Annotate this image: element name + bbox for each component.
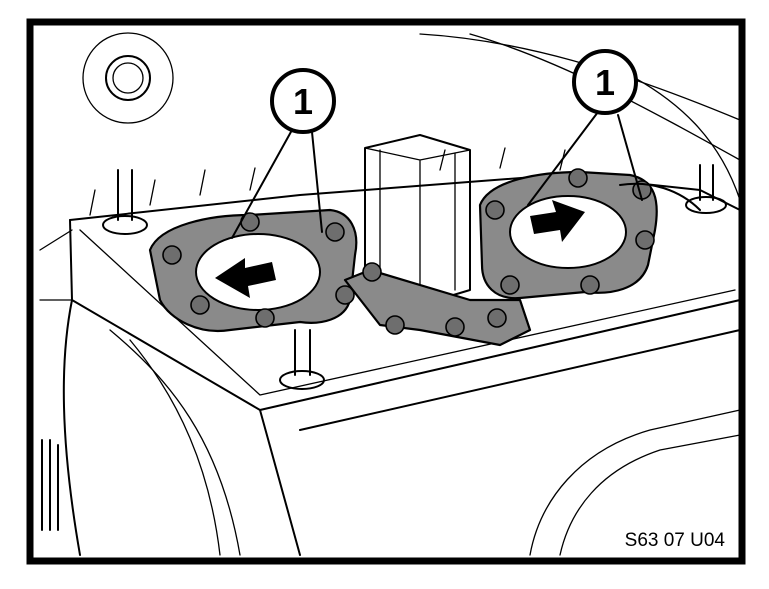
callout-leaders <box>231 111 643 239</box>
right-arrow-icon <box>530 200 585 242</box>
callout-1-right: 1 <box>572 49 638 115</box>
callout-label: 1 <box>595 62 615 103</box>
left-arrow-icon <box>215 258 276 298</box>
figure-code: S63 07 U04 <box>625 530 726 551</box>
connecting-plate <box>343 262 532 347</box>
right-throttle-gasket <box>478 168 701 300</box>
callout-label: 1 <box>293 81 313 122</box>
callout-1-left: 1 <box>270 68 336 134</box>
engine-housing <box>39 32 741 556</box>
